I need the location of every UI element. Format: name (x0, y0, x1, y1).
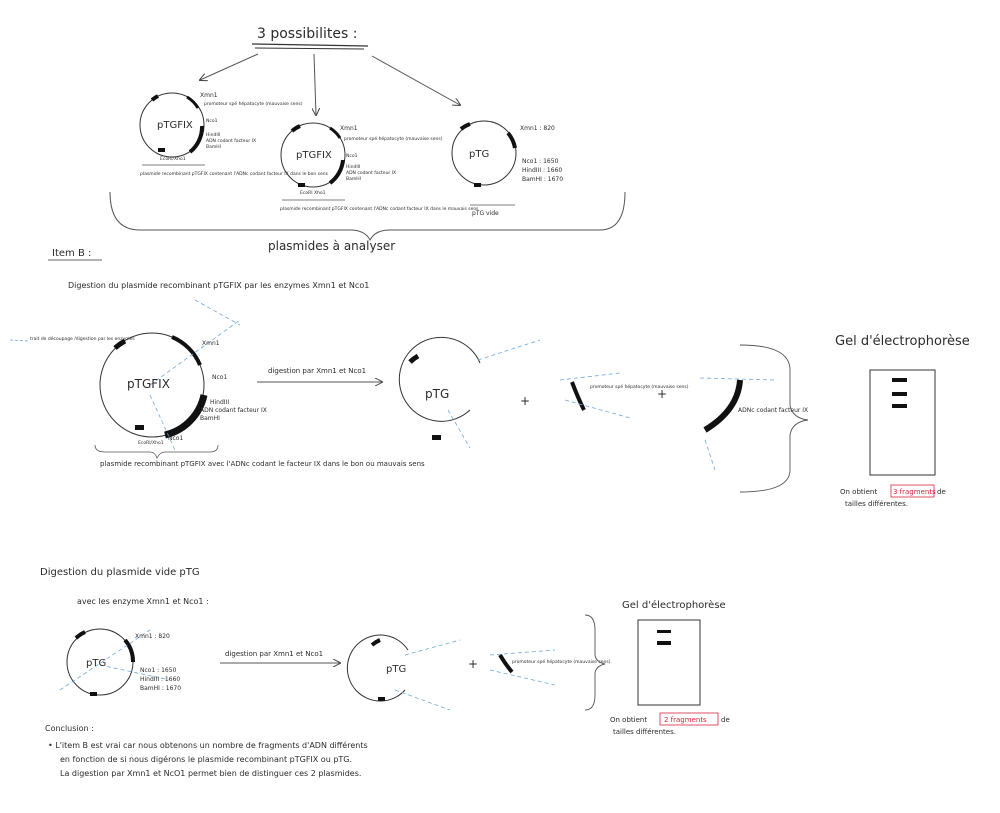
svg-text:promoteur spé hépatocyte (mauv: promoteur spé hépatocyte (mauvaise sens) (344, 135, 443, 142)
part1-caption: plasmide recombinant pTGFIX avec l'ADNc … (100, 460, 425, 468)
svg-text:Xmn1: Xmn1 (200, 92, 218, 99)
svg-text:Xmn1 : 820: Xmn1 : 820 (520, 125, 555, 132)
part2-right-bracket (584, 614, 606, 711)
plus-3: + (468, 657, 478, 671)
svg-text:BamHI: BamHI (206, 144, 221, 150)
svg-text:BamHI : 1670: BamHI : 1670 (522, 176, 563, 183)
svg-text:promoteur spé hépatocyte (mauv: promoteur spé hépatocyte (mauvaise sens) (204, 100, 303, 107)
item-label: Item B : (52, 248, 91, 259)
svg-text:Nco1: Nco1 (206, 118, 218, 124)
plus-1: + (520, 394, 530, 408)
arrow-middle (314, 53, 316, 115)
gel2-band-1 (657, 630, 671, 633)
part2-bullet: Digestion du plasmide vide pTG (40, 567, 200, 578)
svg-text:BamHI: BamHI (200, 415, 220, 422)
svg-text:EcoRI/Xho1: EcoRI/Xho1 (160, 156, 186, 162)
svg-text:pTG vide: pTG vide (472, 210, 499, 217)
svg-text:pTGFIX: pTGFIX (127, 377, 170, 391)
svg-text:BamHI : 1670: BamHI : 1670 (140, 685, 181, 692)
top-plasmid-1: pTGFIX Xmn1 promoteur spé hépatocyte (ma… (139, 92, 329, 177)
svg-text:plasmide recombinant pTGFIX co: plasmide recombinant pTGFIX contenant l'… (140, 171, 329, 177)
svg-text:Nco1 : 1650: Nco1 : 1650 (140, 667, 177, 674)
conclusion-line-1: • L'item B est vrai car nous obtenons un… (48, 740, 368, 750)
gel1-result-line2: tailles différentes. (845, 500, 908, 508)
svg-text:HindIII: HindIII (206, 132, 220, 138)
gel2-result-line2: tailles différentes. (613, 728, 676, 736)
svg-text:ADNc codant facteur IX: ADNc codant facteur IX (738, 407, 808, 414)
part1-bracket (94, 444, 219, 460)
part1-bullet: Digestion du plasmide recombinant pTGFIX… (68, 281, 369, 290)
svg-text:HindIII : 1660: HindIII : 1660 (140, 676, 180, 683)
part1-frag-ptg: pTG (398, 336, 541, 449)
gel2-result-pre: On obtient (610, 716, 647, 724)
gel2-result-boxed: 2 fragments (664, 716, 707, 724)
gel1-band-3 (892, 404, 907, 408)
svg-text:plasmide recombinant pTGFIX co: plasmide recombinant pTGFIX contenant l'… (280, 206, 479, 212)
part2-plasmid: pTG Xmn1 : 820 Nco1 : 1650 HindIII : 166… (59, 628, 181, 696)
gel1-result-post: de (937, 488, 946, 496)
part1-frag-promoter: promoteur spé hépatocyte (mauvaise sens) (559, 372, 689, 419)
gel1-result-boxed: 3 fragments (893, 488, 936, 496)
part1-frag-adnc: ADNc codant facteur IX (699, 377, 808, 471)
svg-text:Nco1: Nco1 (212, 374, 227, 381)
part1-plasmid: pTGFIX Xmn1 Nco1 HindIII ADN codant fact… (99, 299, 267, 451)
svg-text:pTGFIX: pTGFIX (296, 150, 332, 161)
part2-digest-label: digestion par Xmn1 et Nco1 (225, 650, 323, 658)
gel1-result-pre: On obtient (840, 488, 877, 496)
svg-text:HindIII: HindIII (210, 399, 229, 406)
arrow-left (200, 53, 259, 80)
svg-text:ADN codant facteur IX: ADN codant facteur IX (206, 138, 256, 144)
svg-text:ADN codant facteur IX: ADN codant facteur IX (346, 170, 396, 176)
bracket-label: plasmides à analyser (268, 239, 395, 253)
title-underline (251, 43, 369, 47)
top-plasmid-2: pTGFIX Xmn1 promoteur spé hépatocyte (ma… (280, 122, 479, 212)
svg-text:pTG: pTG (386, 664, 406, 675)
svg-text:BamHI: BamHI (346, 176, 361, 182)
arrow-right (371, 55, 460, 105)
svg-text:HindIII : 1660: HindIII : 1660 (522, 167, 562, 174)
svg-text:Xmn1 : 820: Xmn1 : 820 (135, 633, 170, 640)
part2-bullet-2: avec les enzyme Xmn1 et Nco1 : (77, 597, 209, 606)
legend-text: trait de découpage /digestion par les en… (30, 335, 135, 342)
svg-text:Nco1: Nco1 (168, 435, 183, 442)
page-title: 3 possibilites : (257, 26, 357, 42)
svg-text:ADN codant facteur IX: ADN codant facteur IX (200, 407, 267, 414)
plus-2: + (657, 387, 667, 401)
gel2-band-2 (657, 641, 671, 645)
svg-text:EcoRI/Xho1: EcoRI/Xho1 (138, 440, 164, 446)
svg-text:pTG: pTG (86, 658, 106, 669)
gel2-result-post: de (721, 716, 730, 724)
gel1-band-1 (892, 378, 907, 382)
svg-text:pTG: pTG (469, 149, 489, 160)
svg-text:EcoRI Xho1: EcoRI Xho1 (300, 190, 326, 196)
svg-text:Xmn1: Xmn1 (202, 340, 220, 347)
part1-right-bracket (739, 344, 809, 493)
svg-text:Nco1: Nco1 (346, 153, 358, 159)
gel2-title: Gel d'électrophorèse (622, 599, 726, 611)
svg-text:promoteur spé hépatocyte (mauv: promoteur spé hépatocyte (mauvaise sens) (512, 658, 611, 665)
svg-text:pTGFIX: pTGFIX (157, 120, 193, 131)
title-underline-2 (254, 47, 365, 50)
svg-text:promoteur spé hépatocyte (mauv: promoteur spé hépatocyte (mauvaise sens) (590, 383, 689, 390)
gel1-title: Gel d'électrophorèse (835, 334, 970, 349)
part1-digest-label: digestion par Xmn1 et Nco1 (268, 367, 366, 375)
conclusion-line-2: en fonction de si nous digérons le plasm… (60, 754, 352, 764)
legend-cut-line (9, 339, 29, 342)
svg-text:pTG: pTG (425, 387, 449, 401)
svg-text:Xmn1: Xmn1 (340, 125, 358, 132)
svg-text:HindIII: HindIII (346, 164, 360, 170)
gel1-box (869, 369, 936, 476)
conclusion-line-3: La digestion par Xmn1 et NcO1 permet bie… (60, 769, 361, 778)
part2-frag-promoter: promoteur spé hépatocyte (mauvaise sens) (489, 649, 611, 686)
top-plasmid-3: pTG Xmn1 : 820 Nco1 : 1650 HindIII : 166… (451, 120, 563, 217)
top-bracket (109, 191, 626, 242)
svg-text:Nco1 : 1650: Nco1 : 1650 (522, 158, 559, 165)
conclusion-title: Conclusion : (45, 724, 94, 733)
part2-frag-ptg: pTG (346, 634, 461, 711)
gel1-band-2 (892, 392, 907, 396)
gel2-box (637, 619, 701, 706)
